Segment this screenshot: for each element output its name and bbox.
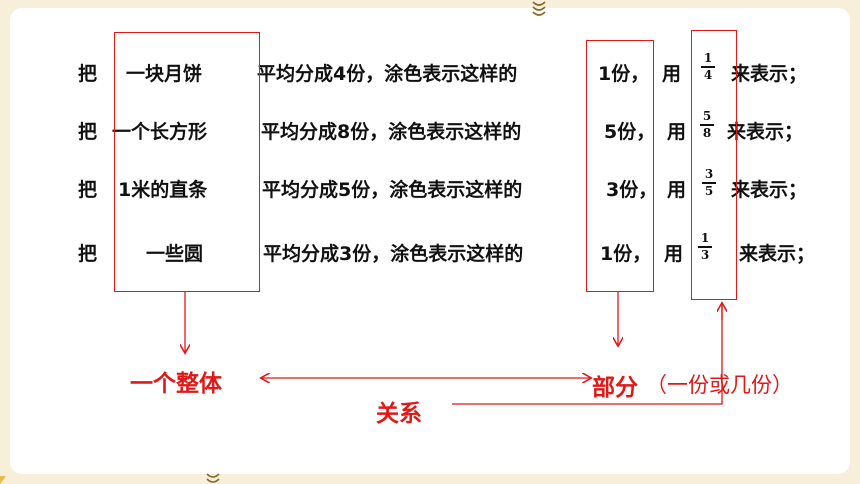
row-suffix: 来表示； [739,243,816,265]
row-prefix: 把 [78,243,98,265]
fraction: 1 4 [701,52,715,82]
fraction-denominator: 5 [704,183,714,198]
fraction: 3 5 [702,168,716,198]
use-word: 用 [667,121,687,143]
use-word: 用 [662,63,682,85]
part-note-label: （一份或几份） [646,373,793,397]
fraction-denominator: 8 [702,125,712,140]
use-word: 用 [667,179,687,201]
fraction-numerator: 1 [703,51,713,65]
row-prefix: 把 [78,179,98,201]
row-suffix: 来表示； [727,121,804,143]
fraction-denominator: 4 [703,67,713,82]
whole-highlight-box [114,32,260,292]
divide-text: 平均分成3份，涂色表示这样的 [263,243,524,265]
fraction-numerator: 1 [700,231,710,245]
divide-text: 平均分成8份，涂色表示这样的 [261,121,522,143]
divide-text: 平均分成5份，涂色表示这样的 [262,179,523,201]
whole-label: 一个长方形 [112,121,208,143]
fraction: 1 3 [698,232,712,262]
whole-label: 一些圆 [146,243,204,265]
row-suffix: 来表示； [731,63,808,85]
row-prefix: 把 [78,121,98,143]
part-count: 1份， [598,63,650,85]
whole-concept-label: 一个整体 [130,371,222,397]
fraction: 5 8 [700,110,714,140]
fraction-denominator: 3 [700,247,710,262]
row-suffix: 来表示； [731,179,808,201]
divide-text: 平均分成4份，涂色表示这样的 [257,63,518,85]
use-word: 用 [664,243,684,265]
part-concept-label: 部分 [592,375,638,401]
relation-label: 关系 [376,401,422,427]
part-highlight-box [586,40,654,292]
part-count: 5份， [604,121,656,143]
fraction-highlight-box [691,30,737,300]
part-count: 3份， [606,179,658,201]
whole-label: 1米的直条 [118,179,208,201]
fraction-numerator: 3 [704,167,714,181]
slide-card [10,8,850,474]
fraction-connector-line [452,306,723,405]
fraction-numerator: 5 [702,109,712,123]
whole-label: 一块月饼 [126,63,203,85]
part-count: 1份， [600,243,652,265]
row-prefix: 把 [78,63,98,85]
